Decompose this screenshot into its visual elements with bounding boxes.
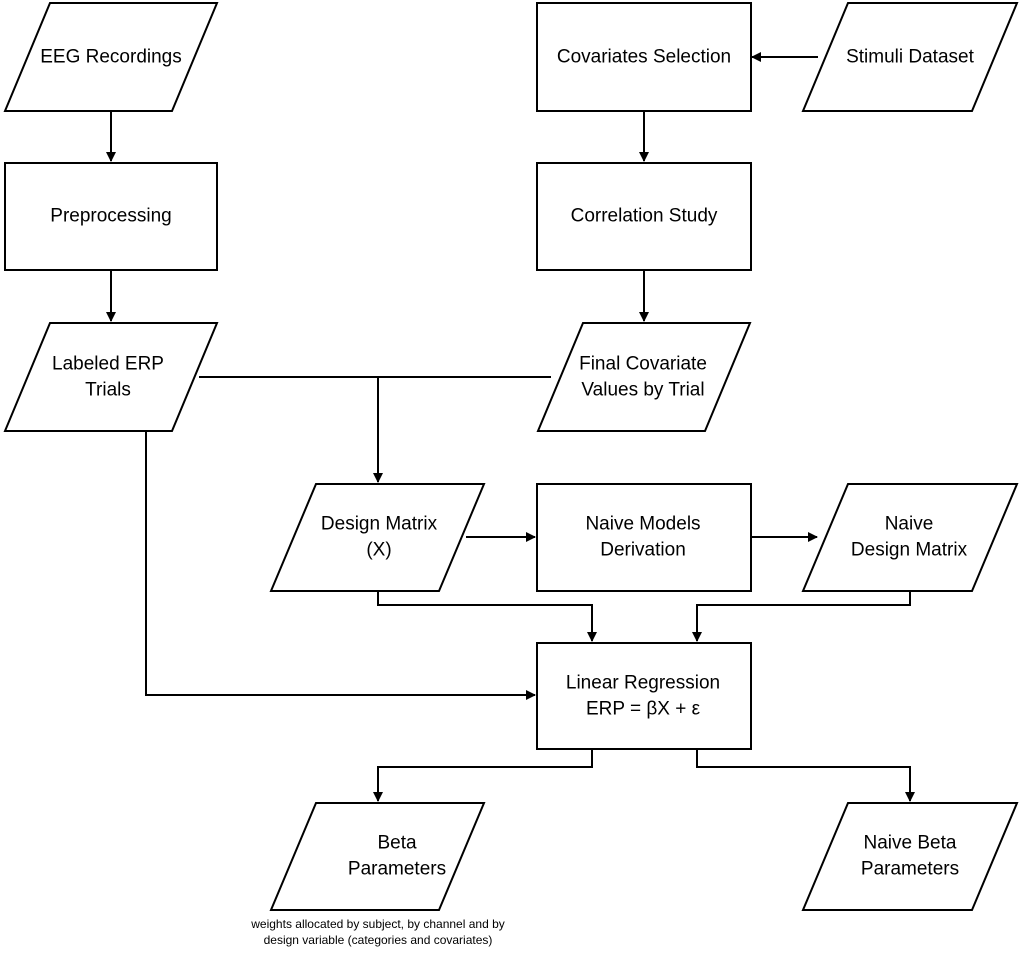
edges [106,52,915,802]
label-line: Final Covariate [579,354,707,375]
node-design-matrix: Design Matrix (X) [269,483,486,592]
label-line: Linear Regression [566,673,720,694]
label-line: (X) [366,540,391,561]
label-line: Correlation Study [571,206,718,227]
label-line: Values by Trial [581,380,704,401]
node-preprocessing-label: Preprocessing [50,206,171,227]
edge-regression-to-beta [373,749,593,802]
label-line: Beta [377,833,417,854]
label-line: Trials [85,380,131,401]
label-line: Design Matrix [321,514,438,535]
label-line: weights allocated by subject, by channel… [250,917,505,931]
node-eeg-recordings: EEG Recordings [3,2,219,112]
node-correlation-study: Correlation Study [536,162,752,271]
label-line: Stimuli Dataset [846,47,974,68]
edge-naive-design-to-regression [692,591,911,642]
node-preprocessing: Preprocessing [4,162,218,271]
label-line: Covariates Selection [557,47,731,68]
label-line: Parameters [861,859,959,880]
label-line: Parameters [348,859,446,880]
label-line: ERP = βX + ε [586,699,701,720]
label-line: Naive Models [585,514,700,535]
label-line: Naive Beta [864,833,957,854]
edge-regression-to-naive-beta [696,749,915,802]
edge-labeled-erp-to-regression [145,431,536,700]
label-line: Labeled ERP [52,354,164,375]
node-stimuli-dataset-label: Stimuli Dataset [846,47,974,68]
beta-parameters-annotation: weights allocated by subject, by channel… [250,917,505,947]
node-correlation-study-label: Correlation Study [571,206,718,227]
label-line: Naive [885,514,934,535]
label-line: Design Matrix [851,540,968,561]
edge-design-to-regression [377,591,597,642]
node-covariates-selection-label: Covariates Selection [557,47,731,68]
label-line: Derivation [600,540,686,561]
node-labeled-erp-trials-label: Labeled ERP Trials [52,354,164,401]
label-line: Preprocessing [50,206,171,227]
node-covariates-selection: Covariates Selection [536,2,752,112]
node-stimuli-dataset: Stimuli Dataset [801,2,1019,112]
node-eeg-recordings-label: EEG Recordings [40,47,182,68]
label-line: EEG Recordings [40,47,182,68]
node-design-matrix-label: Design Matrix (X) [321,514,438,561]
node-labeled-erp-trials: Labeled ERP Trials [3,322,219,432]
label-line: design variable (categories and covariat… [264,933,493,947]
